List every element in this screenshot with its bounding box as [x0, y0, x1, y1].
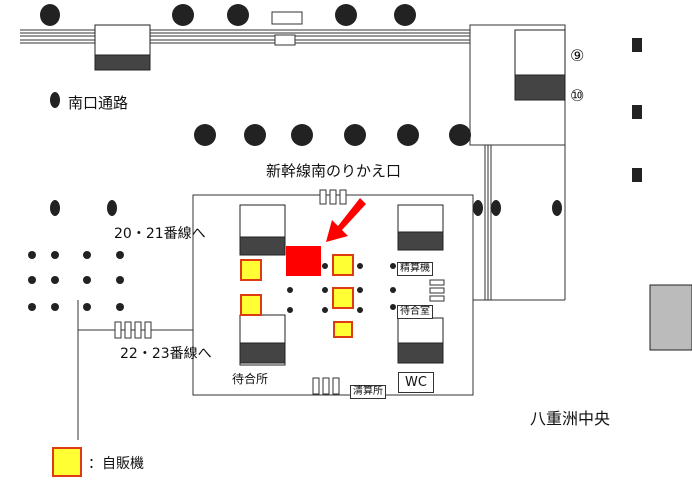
to-track-22-23-label: 22・23番線へ: [120, 346, 212, 362]
fare-adjust-machine-label: 精算機: [397, 262, 433, 276]
transfer-gate-label: 新幹線南のりかえ口: [266, 162, 402, 180]
stairs: [94, 24, 692, 366]
transfer-gate-highlight: [286, 246, 321, 276]
waiting-area-label: 待合所: [232, 372, 269, 386]
to-track-20-21-label: 20・21番線へ: [114, 226, 206, 242]
red-arrow-icon: [326, 198, 366, 242]
legend-marker: ：: [88, 456, 102, 472]
fare-adjust-office-label: 清算所: [350, 385, 386, 399]
yaesu-central-label: 八重洲中央: [530, 409, 611, 428]
legend-vending-label: 自販機: [102, 456, 144, 472]
track-9-label: ⑨: [570, 46, 585, 65]
vending-machines: [52, 254, 354, 477]
south-passage-label: 南口通路: [68, 94, 129, 112]
legend: ：自販機: [88, 453, 144, 473]
track-10-label: ⑩: [570, 86, 585, 105]
pillars: [40, 4, 642, 216]
wc-label: WC: [398, 372, 434, 393]
waiting-room-label: 待合室: [397, 305, 433, 319]
gates: [114, 11, 445, 395]
